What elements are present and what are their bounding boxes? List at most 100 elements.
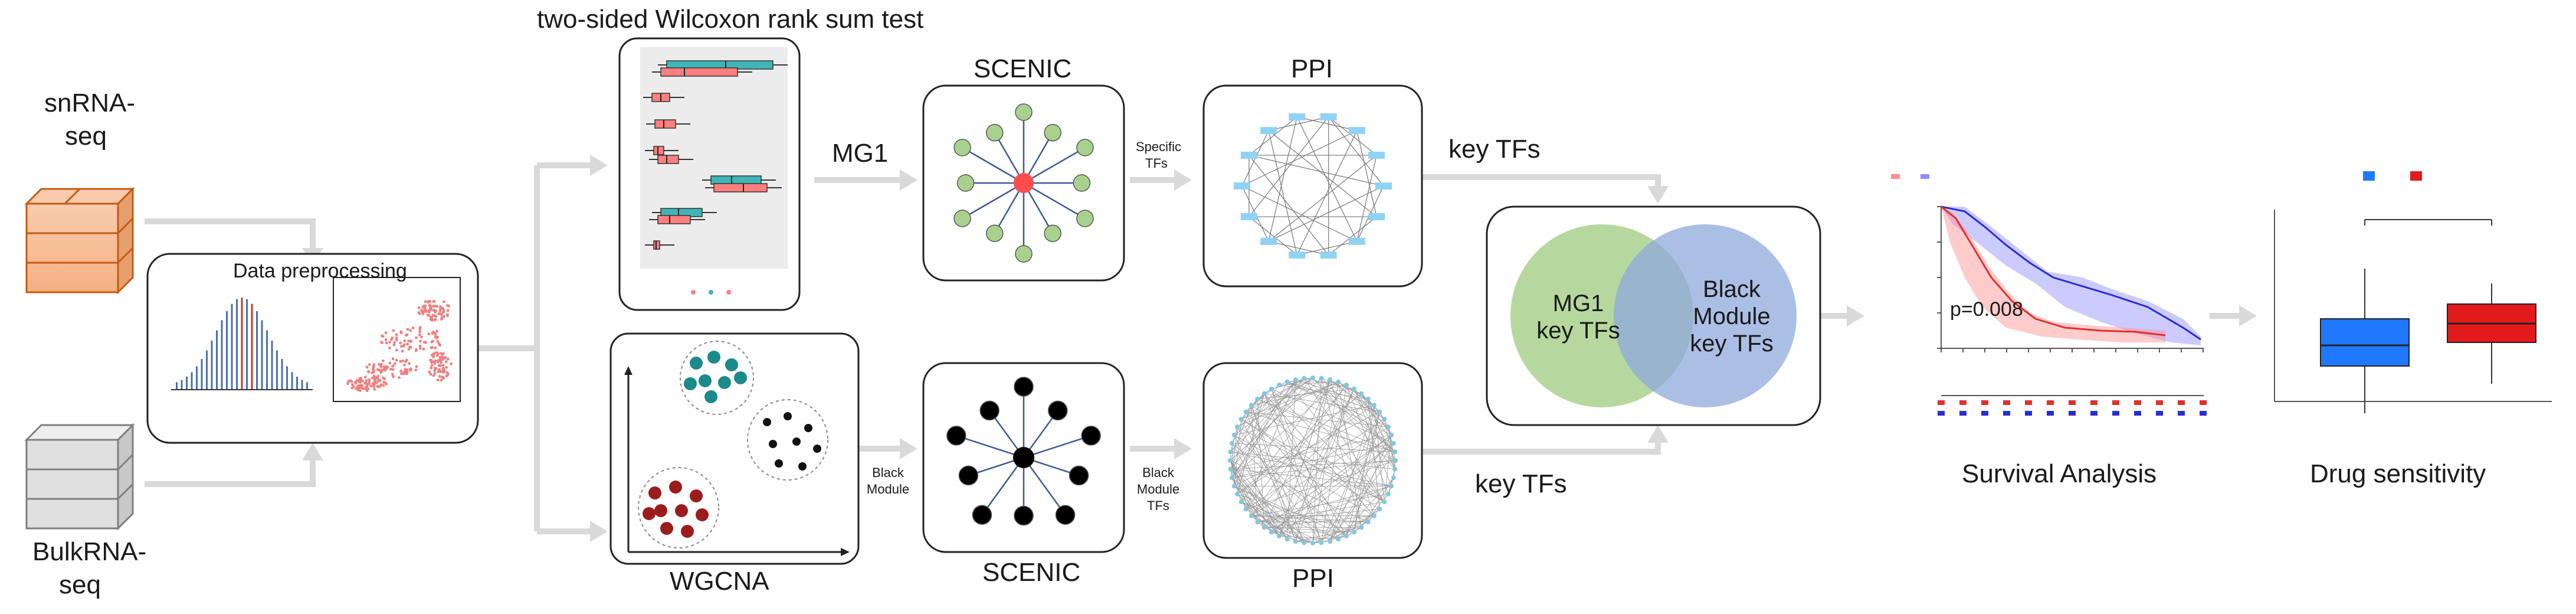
ppi-node [1248, 513, 1254, 518]
key-tfs-top-label: key TFs [1448, 135, 1541, 164]
ppi-node [1343, 383, 1349, 388]
umap-point [365, 382, 368, 386]
ppi-node [1234, 182, 1250, 190]
umap-point [439, 305, 442, 308]
ppi-node [1230, 475, 1235, 481]
umap-point [392, 329, 395, 332]
umap-point [428, 306, 432, 309]
ppi-node [1336, 379, 1341, 384]
umap-point [441, 364, 445, 367]
umap-point [432, 309, 435, 312]
umap-point [406, 342, 409, 346]
ppi-node [1228, 449, 1233, 455]
umap-point [436, 360, 440, 362]
ppi-node [1336, 537, 1341, 542]
umap-point [378, 385, 382, 388]
venn-right-line1: Black [1703, 276, 1761, 302]
umap-point [415, 348, 418, 351]
umap-point [418, 333, 421, 337]
umap-point [444, 360, 448, 364]
umap-point [433, 369, 437, 373]
umap-point [418, 330, 421, 334]
umap-point [379, 362, 383, 366]
scenic-bottom-panel [922, 362, 1125, 553]
umap-point [368, 378, 371, 381]
ppi-node [1343, 533, 1349, 538]
umap-point [429, 373, 432, 376]
umap-point [391, 357, 395, 361]
umap-point [433, 351, 436, 355]
umap-point [403, 339, 407, 342]
ppi-node [1260, 237, 1277, 245]
umap-point [430, 346, 433, 350]
umap-point [384, 338, 388, 341]
umap-point [428, 300, 432, 303]
umap-point [400, 372, 403, 375]
ppi-node [1391, 475, 1396, 481]
umap-point [392, 375, 395, 378]
umap-point [367, 370, 370, 373]
wgcna-title: WGCNA [670, 567, 769, 596]
umap-point [431, 339, 434, 343]
umap-point [409, 329, 412, 332]
umap-point [440, 378, 443, 382]
ppi-node [1352, 386, 1356, 391]
network-node [1073, 174, 1091, 192]
umap-point [430, 319, 434, 322]
umap-point [367, 382, 371, 386]
umap-point [366, 387, 370, 391]
ppi-node [1392, 466, 1398, 472]
umap-point [386, 365, 389, 369]
umap-point [375, 381, 378, 384]
umap-point [432, 300, 435, 303]
cluster-dot [798, 462, 807, 471]
umap-point [378, 362, 381, 366]
umap-point [357, 387, 360, 390]
umap-point [384, 331, 388, 335]
umap-point [407, 339, 410, 342]
umap-point [402, 363, 406, 367]
umap-point [415, 365, 418, 368]
ppi-node [1289, 251, 1306, 259]
umap-point [446, 357, 450, 361]
umap-point [353, 381, 357, 384]
umap-point [373, 387, 376, 391]
umap-point [446, 314, 449, 317]
ppi-node [1393, 458, 1398, 463]
umap-point [375, 376, 378, 380]
bulk-label-line2: seq [59, 570, 101, 599]
umap-point [395, 348, 398, 352]
preprocessing-title: Data preprocessing [233, 260, 407, 282]
venn-right-line3: key TFs [1690, 331, 1774, 357]
umap-point [388, 341, 392, 344]
umap-point [434, 359, 437, 362]
umap-point [377, 379, 380, 383]
ppi-node [1368, 151, 1385, 159]
umap-point [434, 333, 437, 337]
network-node [1069, 465, 1089, 486]
umap-point [433, 372, 437, 375]
umap-point [395, 333, 398, 337]
cluster-dot [769, 440, 777, 448]
umap-point [409, 368, 412, 372]
ppi-node [1389, 432, 1394, 437]
umap-scatter [333, 277, 461, 402]
network-node [1081, 426, 1101, 446]
venn-left-line1: MG1 [1552, 290, 1604, 316]
black-module-tfs-line1: Black [1142, 465, 1174, 480]
umap-point [394, 362, 396, 365]
network-node [1076, 139, 1094, 156]
umap-point [406, 328, 409, 331]
ppi-node [1240, 151, 1257, 159]
wilcoxon-panel [618, 37, 801, 311]
umap-point [436, 339, 440, 343]
umap-point [443, 315, 446, 318]
scenic-top-panel [922, 84, 1125, 282]
ppi-node [1261, 525, 1267, 530]
umap-point [434, 305, 437, 308]
umap-point [442, 376, 445, 380]
umap-point [388, 361, 392, 365]
ppi-node [1228, 466, 1233, 472]
ppi-node [1260, 127, 1277, 135]
